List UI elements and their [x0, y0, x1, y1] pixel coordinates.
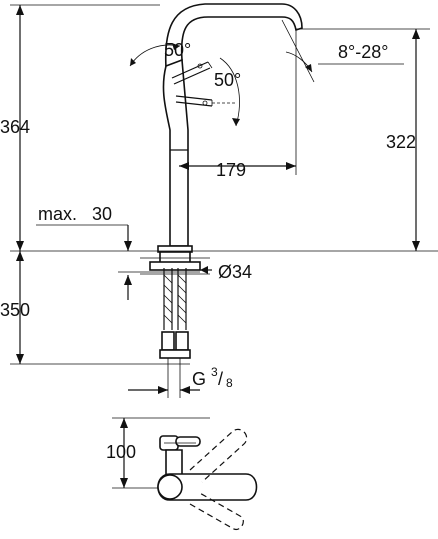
lever-handle	[171, 61, 236, 107]
dim-spout-height-label: 322	[386, 132, 416, 152]
angle-top-label: 50°	[164, 40, 191, 60]
dim-spout-height	[296, 28, 430, 251]
dim-total-height-label: 364	[0, 117, 30, 137]
connection-slash: /	[218, 369, 223, 389]
angle-side-label: 50°	[214, 70, 241, 90]
dim-spout-reach-label: 179	[216, 160, 246, 180]
plan-offset-label: 100	[106, 442, 136, 462]
connection-prefix: G	[192, 369, 206, 389]
dim-connection	[128, 386, 200, 394]
max-thickness-value: 30	[92, 204, 112, 224]
dim-hole-diameter	[200, 266, 212, 274]
swivel-range-label: 8°-28°	[338, 42, 388, 62]
hole-diameter-label: Ø34	[218, 262, 252, 282]
angle-arcs	[129, 19, 315, 127]
dim-spout-reach	[179, 29, 297, 175]
dim-total-height	[10, 4, 438, 252]
hose-length-label: 350	[0, 300, 30, 320]
max-thickness-prefix: max.	[38, 204, 77, 224]
plan-view	[112, 417, 258, 530]
mounting-assembly	[140, 251, 210, 398]
connection-numerator: 3	[211, 365, 218, 379]
dim-hose-length	[10, 251, 190, 365]
connection-denominator: 8	[226, 376, 233, 390]
